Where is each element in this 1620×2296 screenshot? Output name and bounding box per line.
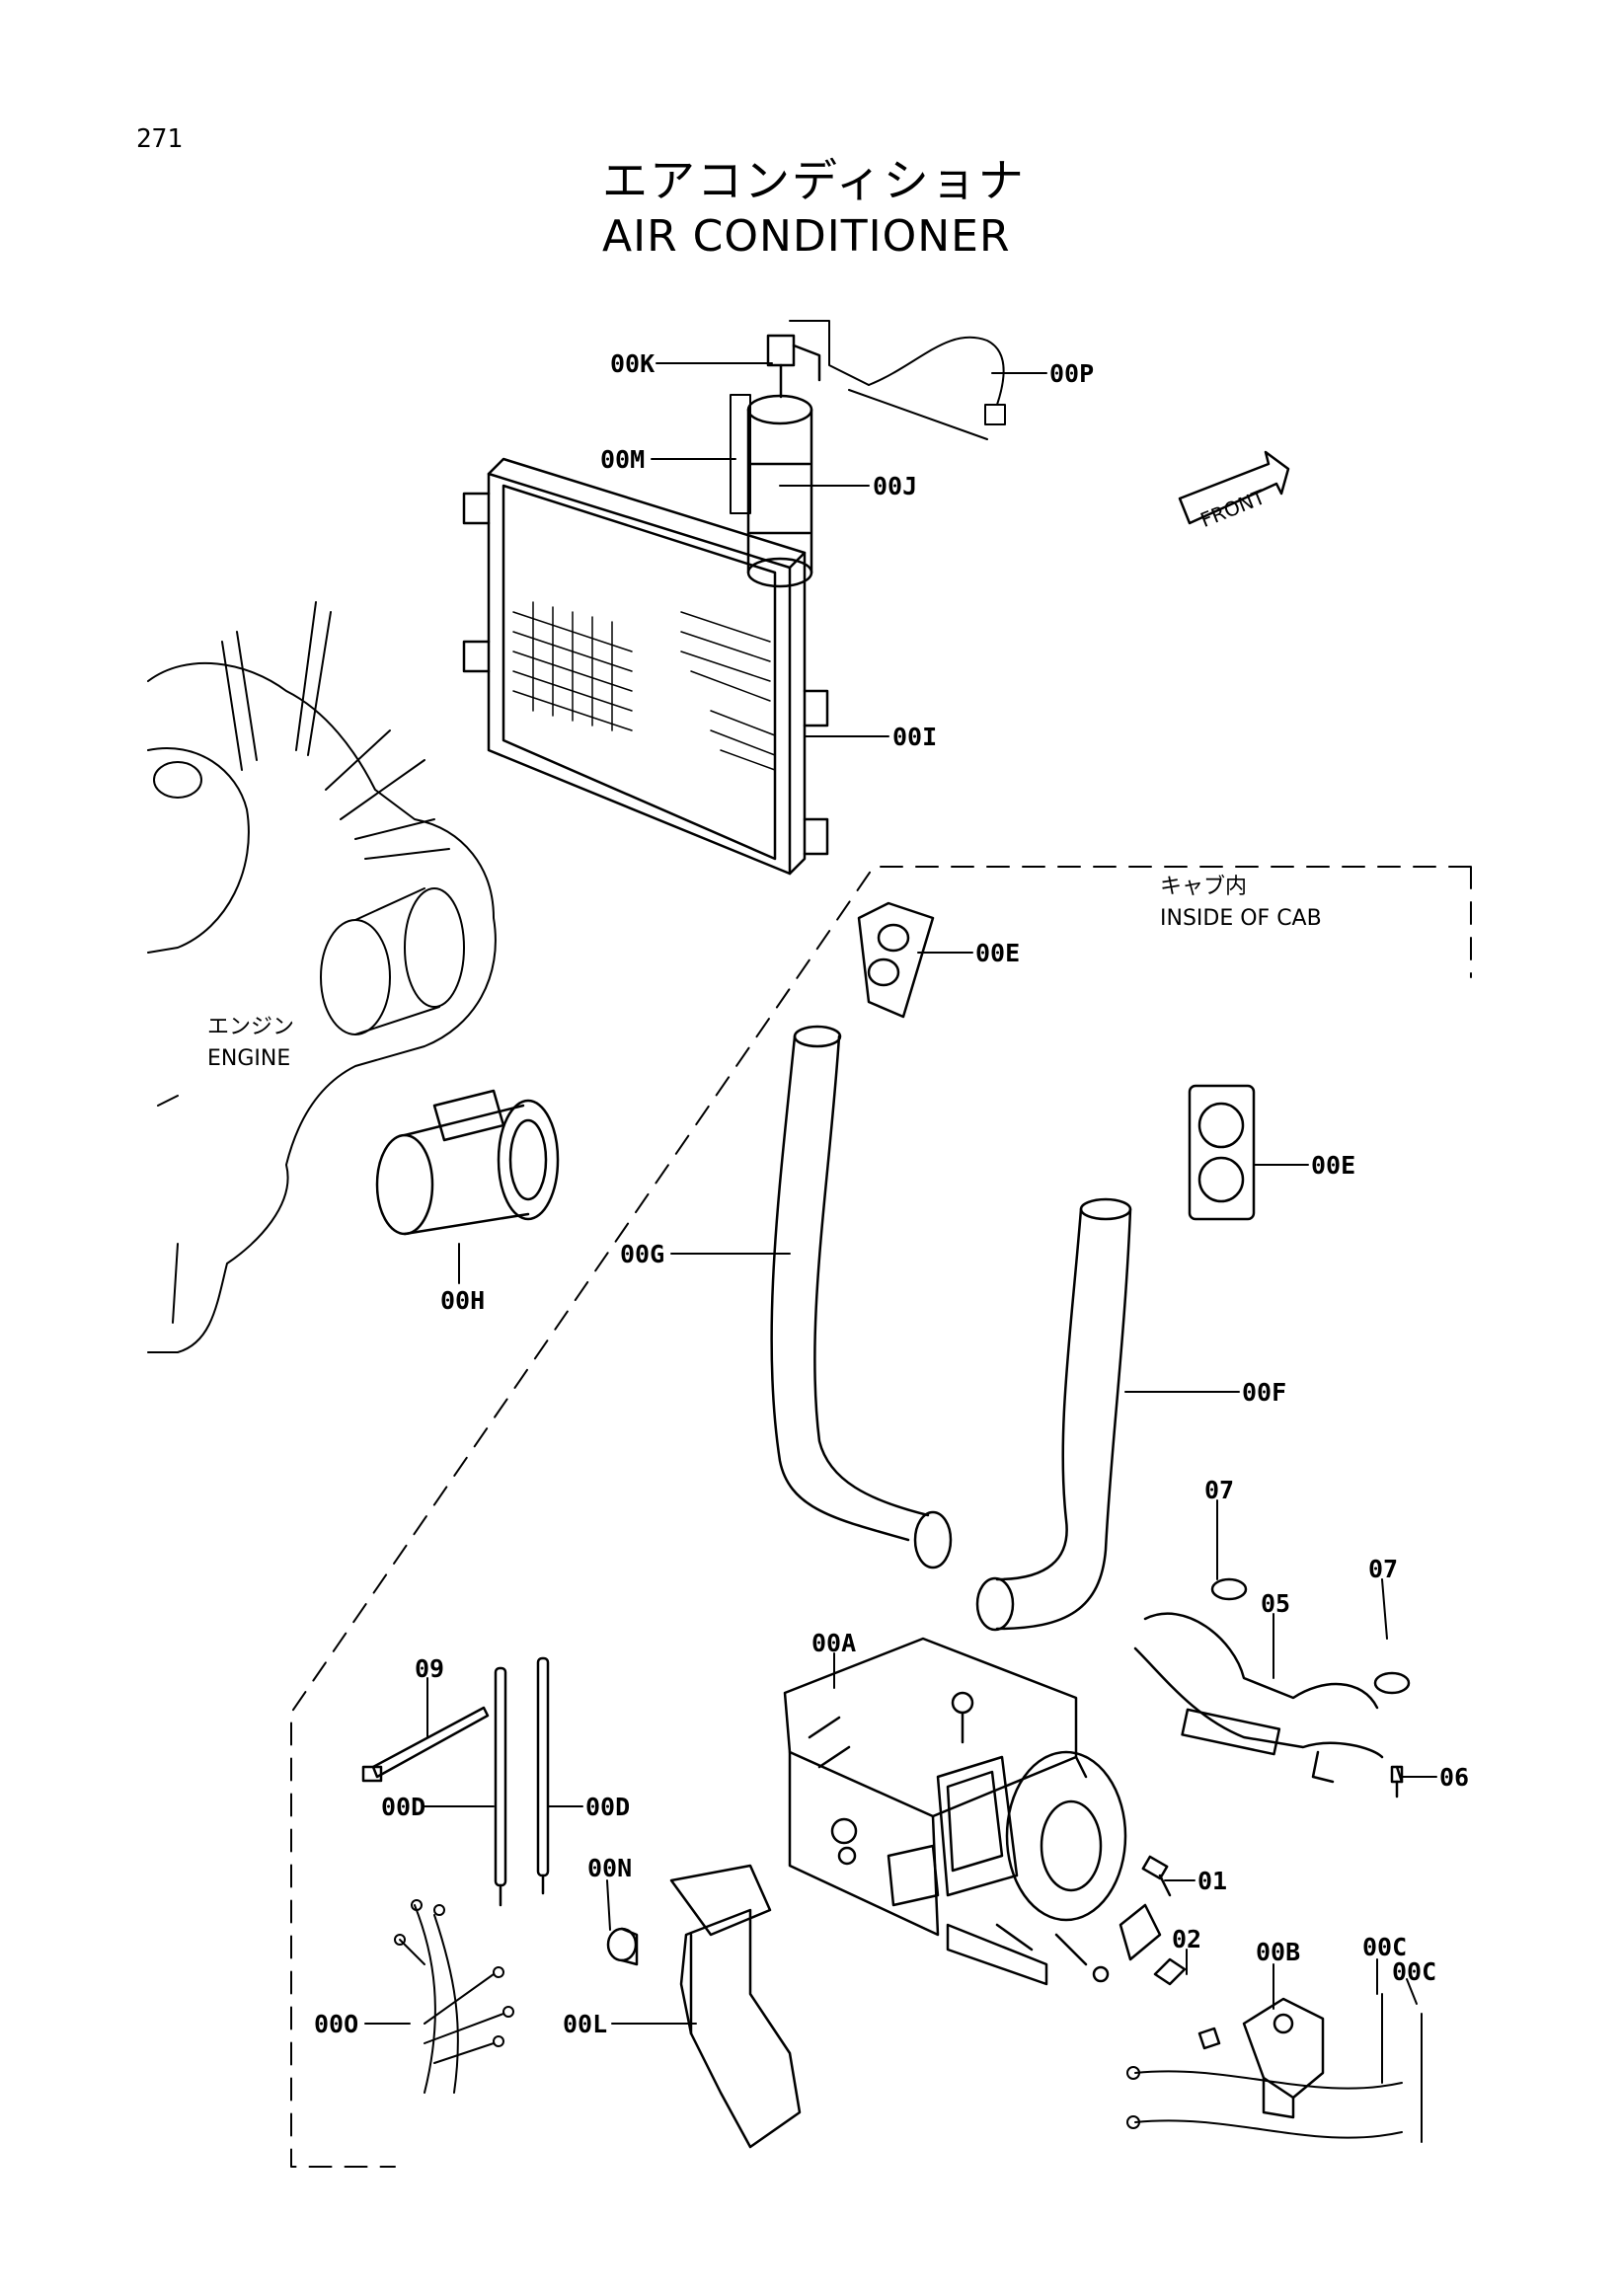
callout-05: 05 bbox=[1261, 1589, 1291, 1618]
cab-note-jp: キャブ内 bbox=[1160, 875, 1248, 899]
cab-note-en: INSIDE OF CAB bbox=[1160, 906, 1322, 931]
bolts bbox=[1141, 1765, 1404, 2050]
callout-00C-right: 00C bbox=[1392, 1957, 1437, 1986]
callout-00C-left: 00C bbox=[1362, 1933, 1408, 1961]
engine-outline bbox=[147, 601, 497, 1353]
callout-00A: 00A bbox=[811, 1629, 857, 1657]
callout-00D-right: 00D bbox=[585, 1793, 631, 1821]
front-label: FRONT bbox=[1197, 485, 1270, 532]
callout-00K: 00K bbox=[610, 349, 656, 378]
callout-00J: 00J bbox=[873, 472, 918, 500]
callout-00E-upper: 00E bbox=[975, 939, 1021, 967]
cab-boundary bbox=[290, 866, 1472, 2168]
title-english: AIR CONDITIONER bbox=[602, 211, 1011, 262]
harness-00O bbox=[394, 1899, 514, 2094]
callout-07-right: 07 bbox=[1368, 1555, 1399, 1583]
hose-00G bbox=[770, 1025, 953, 1569]
cable-tie-09 bbox=[361, 1706, 490, 1783]
callout-00B: 00B bbox=[1256, 1938, 1301, 1966]
condenser bbox=[462, 457, 829, 876]
title-japanese: エアコンディショナ bbox=[602, 154, 1026, 207]
callout-07-left: 07 bbox=[1204, 1476, 1235, 1504]
leader-lines bbox=[364, 362, 1437, 2025]
blower-unit-00A bbox=[783, 1637, 1162, 1986]
grommet-plate-upper bbox=[857, 901, 935, 1019]
rods-00D bbox=[494, 1656, 550, 1907]
page-number: 271 bbox=[136, 124, 183, 154]
callout-00N: 00N bbox=[587, 1854, 633, 1882]
callout-00F: 00F bbox=[1242, 1378, 1287, 1407]
grommet-plate-lower bbox=[1188, 1084, 1256, 1221]
callout-02: 02 bbox=[1172, 1925, 1202, 1953]
callout-06: 06 bbox=[1439, 1763, 1470, 1792]
callout-00G: 00G bbox=[620, 1240, 665, 1268]
bracket-00B bbox=[1242, 1997, 1325, 2119]
callout-00L: 00L bbox=[563, 2010, 608, 2038]
engine-note-en: ENGINE bbox=[207, 1046, 291, 1071]
callout-00D-left: 00D bbox=[381, 1793, 426, 1821]
front-arrow-shape bbox=[1178, 450, 1290, 525]
callout-09: 09 bbox=[415, 1654, 445, 1683]
callout-00H: 00H bbox=[440, 1286, 486, 1315]
hose-00F bbox=[975, 1197, 1132, 1632]
engine-note-jp: エンジン bbox=[207, 1015, 295, 1039]
receiver-drier bbox=[730, 334, 821, 588]
wires-00C bbox=[1126, 1993, 1423, 2143]
callout-00I: 00I bbox=[892, 723, 938, 751]
callout-01: 01 bbox=[1197, 1867, 1228, 1895]
duct-00L bbox=[669, 1864, 802, 2149]
bushing-00N bbox=[606, 1927, 639, 1966]
callout-00E-lower: 00E bbox=[1311, 1151, 1356, 1180]
callout-00P: 00P bbox=[1049, 359, 1095, 388]
compressor-00H bbox=[375, 1089, 560, 1236]
pressure-switch-harness bbox=[789, 320, 1006, 440]
callout-00M: 00M bbox=[600, 445, 646, 474]
callout-00O: 00O bbox=[314, 2010, 359, 2038]
